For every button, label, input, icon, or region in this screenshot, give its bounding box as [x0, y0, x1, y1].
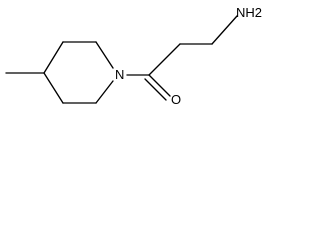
bond-ch2-to-amine	[211, 15, 238, 45]
nitrogen-atom-label: N	[115, 67, 124, 82]
chemical-structure-canvas: N O NH2	[0, 0, 266, 120]
ring-bond-c3-c4	[43, 41, 64, 74]
ring-bond-c6-n	[95, 80, 114, 104]
amine-group-label: NH2	[236, 5, 262, 20]
molecule-drawing: N O NH2	[5, 5, 262, 107]
ring-bond-n-c2	[95, 41, 114, 69]
bond-carbonyl-to-ch2	[148, 43, 181, 76]
ring-bond-c4-c5	[43, 72, 64, 104]
oxygen-atom-label: O	[171, 92, 181, 107]
carbonyl-double-bond-a	[148, 74, 171, 97]
carbonyl-double-bond-b	[144, 78, 167, 101]
